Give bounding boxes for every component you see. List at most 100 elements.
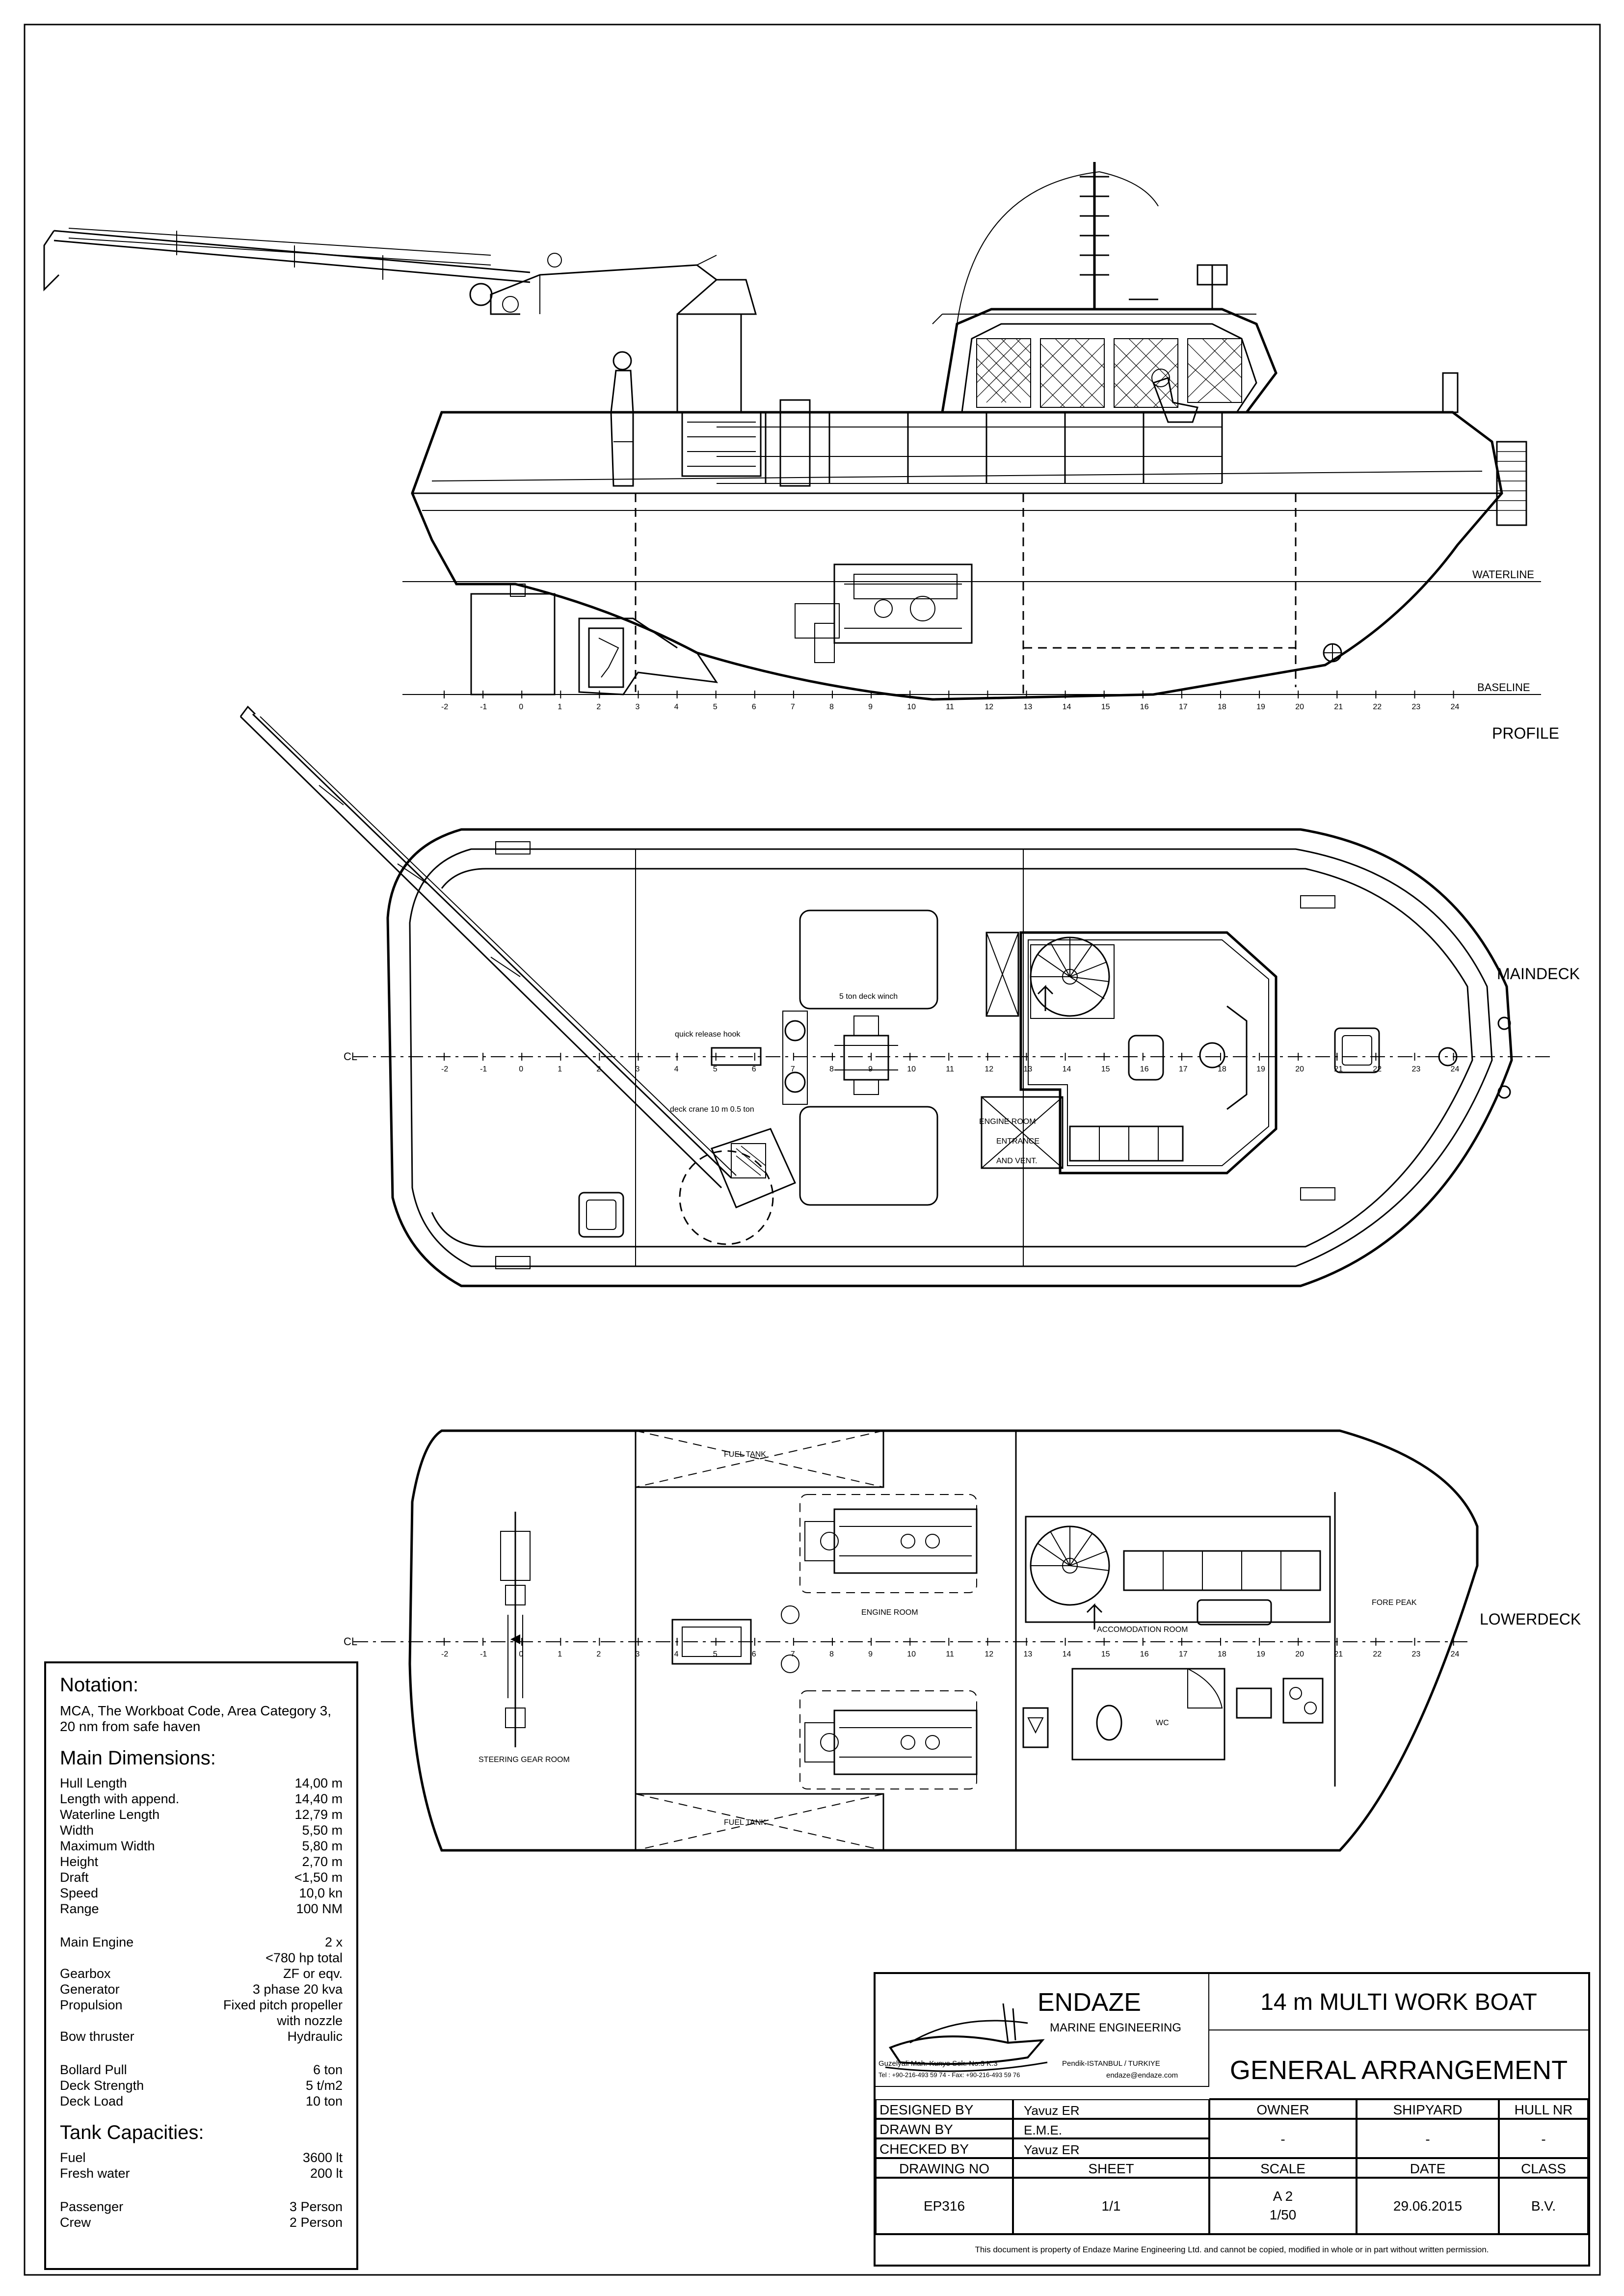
spec-label: Hull Length [60,1776,127,1790]
shipyard: - [1425,2132,1430,2147]
scale: 1/50 [1269,2207,1297,2222]
class: B.V. [1531,2198,1556,2214]
frame-number: 1 [558,703,562,711]
frame-number: 14 [1063,1065,1071,1073]
frame-number: 11 [946,703,954,711]
frame-number: 6 [752,1650,756,1658]
frame-number: -2 [441,1065,448,1073]
checked-by: Yavuz ER [1024,2142,1080,2157]
frame-number: 12 [985,703,993,711]
frame-number: 2 [596,1065,601,1073]
frame-number: 2 [596,1650,601,1658]
fwd-hatch [1334,1027,1380,1073]
stair-arrow [1037,985,1054,1011]
frame-number: 0 [519,1650,523,1658]
drawn-by: E.M.E. [1024,2123,1063,2137]
frame-number: 10 [907,1065,916,1073]
bitt-bottom [784,1071,806,1093]
frame-number: 8 [829,703,834,711]
spec-label: Propulsion [60,1998,123,2012]
class-label-cell: CLASS [1499,2158,1588,2178]
designed-by: Yavuz ER [1024,2103,1080,2118]
rudder [470,593,556,695]
deck-vent [779,399,811,487]
company-email: endaze@endaze.com [1106,2071,1178,2080]
frame-number: 8 [829,1065,834,1073]
frame-number: 23 [1412,1650,1421,1658]
entrance-label-2: ENTRANCE [996,1137,1039,1146]
spec-value: 5,50 m [302,1823,343,1838]
frame-number: 3 [636,703,640,711]
sea-chest-2 [781,1655,799,1673]
drawing-no-label: DRAWING NO [899,2161,990,2176]
spec-value: 10,0 kn [299,1886,343,1900]
frame-number: 11 [946,1065,954,1073]
spec-row: Length with append.14,40 m [60,1791,343,1807]
chock-fwd-top [1300,895,1335,908]
logo-cell: ENDAZE MARINE ENGINEERING Guzelyali Mah.… [876,1974,1209,2087]
lowerdeck-title: LOWERDECK [1480,1610,1581,1628]
steering-gear [500,1512,531,1747]
frame-number: 7 [791,1065,795,1073]
frame-number: -2 [441,1650,448,1658]
frame-number: 18 [1218,1065,1226,1073]
frame-number: 12 [985,1065,993,1073]
frame-number: 23 [1412,703,1421,711]
frame-number: 21 [1334,703,1343,711]
spec-label: Crew [60,2215,91,2230]
frame-number: 8 [829,1650,834,1658]
checked-by-label-cell: CHECKED BY [876,2138,1013,2158]
deck-winch [834,1015,898,1095]
helm-seat [1152,377,1198,423]
spec-label: Height [60,1854,99,1869]
profile-hull [411,411,1503,701]
maindeck-deck-edge [431,868,1473,1248]
spec-value: 3600 lt [302,2150,343,2165]
spec-value: 2 Person [289,2215,343,2230]
frame-number: 22 [1373,1650,1382,1658]
spec-value: 2,70 m [302,1854,343,1869]
frame-number: 3 [636,1650,640,1658]
owner-cell: - [1209,2119,1357,2158]
bow-fairlead-top [1497,1016,1511,1030]
frame-number: 6 [752,1065,756,1073]
frame-number: 4 [674,1650,679,1658]
sheet-label-cell: SHEET [1013,2158,1209,2178]
frame-number: 15 [1101,1065,1110,1073]
designed-by-cell: Yavuz ER [1013,2099,1209,2119]
winch-area-bottom [799,1106,938,1206]
entrance-label-1: ENGINE ROOM [979,1118,1036,1126]
spec-label: Deck Load [60,2094,124,2109]
company-subtitle: MARINE ENGINEERING [1050,2021,1182,2034]
scale-cell: A 2 1/50 [1209,2178,1357,2234]
baseline-label: BASELINE [1477,681,1530,694]
wc-label: WC [1156,1719,1169,1727]
owner-label-cell: OWNER [1209,2099,1357,2119]
frame-number: 13 [1024,703,1033,711]
bow-fairlead-bottom [1497,1085,1511,1099]
maindeck-title: MAINDECK [1497,965,1580,983]
frame-number: 7 [791,1650,795,1658]
sheet-border [24,24,1601,2276]
profile-bulwark [431,471,1483,481]
spec-label: Bow thruster [60,2029,134,2044]
frame-number: 20 [1295,703,1304,711]
maindeck-hull-inner [409,848,1493,1267]
frame-number: -2 [441,703,448,711]
sea-chest-1 [781,1605,799,1624]
frame-number: 10 [907,703,916,711]
spec-label: Maximum Width [60,1839,155,1853]
